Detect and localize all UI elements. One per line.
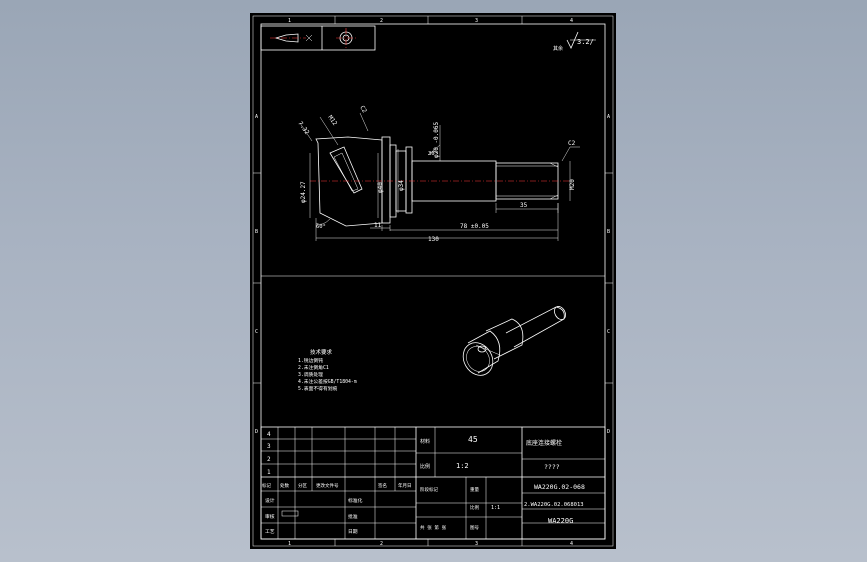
- row-number: 1: [267, 469, 271, 476]
- zone-number: 3: [475, 541, 478, 547]
- ratio-label: 比例: [470, 504, 479, 511]
- sign-row: 设计: [265, 497, 275, 504]
- roughness-value: 3.2/: [577, 38, 594, 46]
- zone-letter: A: [607, 114, 610, 120]
- sign-right: 日期: [348, 529, 358, 535]
- quantity-value: ????: [544, 463, 560, 471]
- isometric-view: [462, 306, 566, 376]
- zone-letter: D: [255, 429, 258, 435]
- project-code: WA220G: [548, 517, 573, 525]
- dim-label: 35: [520, 202, 528, 209]
- zone-number: 1: [288, 541, 291, 547]
- roughness-symbol: 其余 3.2/: [553, 31, 596, 52]
- tech-req-line: 4.未注公差按GB/T1804-m: [298, 378, 357, 385]
- zone-number: 1: [288, 18, 291, 24]
- dim-label: 7.32: [296, 120, 310, 136]
- cad-drawing: 1 2 3 4 1 2 3 4 A B C D A B C D 其余 3.2/: [252, 15, 614, 547]
- zone-letter: D: [607, 429, 610, 435]
- zone-number: 4: [570, 541, 573, 547]
- header-cell: 签名: [378, 482, 387, 489]
- part-main-view: [310, 136, 570, 227]
- weight-label: 重量: [470, 486, 479, 493]
- zone-letter: A: [255, 114, 258, 120]
- row-number: 2: [267, 456, 271, 463]
- header-cell: 分区: [298, 482, 307, 489]
- drawn-label: 图号: [470, 525, 479, 531]
- dim-label: 78 ±0.05: [460, 223, 489, 230]
- dim-label: 60°: [316, 224, 326, 230]
- dimension-lines: [299, 112, 580, 241]
- drawing-number: WA220G.02-068: [534, 483, 585, 491]
- sign-row: 审核: [265, 513, 275, 520]
- header-cell: 处数: [280, 482, 289, 489]
- drawing-sheet: 1 2 3 4 1 2 3 4 A B C D A B C D 其余 3.2/: [250, 13, 616, 549]
- zone-ticks: [253, 16, 613, 546]
- header-cell: 标记: [262, 482, 271, 489]
- dim-label: φ34: [398, 180, 405, 191]
- zone-number: 2: [380, 541, 383, 547]
- dim-label: C2: [568, 140, 576, 147]
- scale-value: 1:2: [456, 462, 469, 470]
- zone-number: 2: [380, 18, 383, 24]
- roughness-note: 其余: [553, 45, 563, 52]
- sheet-value: 1:1: [491, 505, 500, 511]
- tech-req-line: 3.调质处理: [298, 371, 323, 378]
- title-block: [260, 426, 606, 540]
- zone-letter: B: [255, 229, 258, 235]
- dim-label: φ20 -0.065: [433, 121, 440, 158]
- header-cell: 更改文件号: [316, 482, 339, 489]
- part-name: 底座连接螺栓: [526, 439, 562, 447]
- projection-symbol: [260, 25, 376, 51]
- zone-number: 4: [570, 18, 573, 24]
- scale-label: 比例: [420, 463, 430, 470]
- dim-label: φ40: [377, 182, 384, 193]
- signature-box: [281, 510, 299, 517]
- tech-req-line: 2.未注倒角C1: [298, 364, 329, 371]
- zone-letter: C: [255, 329, 258, 335]
- dim-label: M12: [326, 114, 338, 127]
- outer-border: [252, 15, 614, 547]
- row-number: 3: [267, 443, 271, 450]
- material-label: 材料: [420, 438, 430, 445]
- tech-requirements: 技术要求 1.锐边倒钝 2.未注倒角C1 3.调质处理 4.未注公差按GB/T1…: [298, 348, 357, 392]
- stage-label: 阶段标记: [420, 486, 438, 493]
- tech-req-line: 5.表面不得有划痕: [298, 385, 338, 392]
- tech-req-line: 1.锐边倒钝: [298, 357, 323, 364]
- dim-label: 130: [428, 236, 439, 243]
- assembly-number: 2.WA220G.02.068013: [524, 502, 584, 508]
- dim-label: 11: [374, 222, 382, 229]
- dim-label: C2: [358, 105, 368, 115]
- sign-right: 标准化: [348, 497, 363, 504]
- sign-row: 工艺: [265, 529, 275, 535]
- material-value: 45: [468, 435, 478, 444]
- inner-border: [260, 23, 606, 540]
- dim-label: 36°: [428, 151, 438, 157]
- row-number: 4: [267, 431, 271, 438]
- sign-right: 批准: [348, 513, 358, 520]
- zone-letter: C: [607, 329, 610, 335]
- sheets-label: 共 张 第 张: [420, 524, 447, 531]
- dim-label: M20: [569, 179, 576, 190]
- zone-number: 3: [475, 18, 478, 24]
- tech-req-title: 技术要求: [310, 348, 333, 356]
- dim-label: φ24.27: [300, 181, 307, 203]
- header-cell: 年月日: [398, 482, 412, 489]
- zone-letter: B: [607, 229, 610, 235]
